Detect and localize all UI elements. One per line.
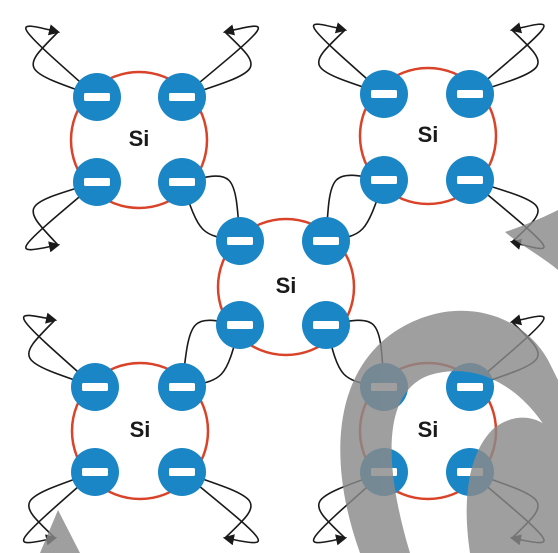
electron-center-1 [216,217,264,265]
electron-top-left-1 [73,73,121,121]
orbit-arrow-12b [27,469,98,539]
orbit-arrow-2b [179,31,252,100]
minus-sign-icon [227,237,253,245]
minus-sign-icon [457,90,483,98]
electron-bottom-left-4 [158,448,206,496]
atom-label-top-left: Si [129,126,150,151]
minus-sign-icon [371,176,397,184]
orbit-arrow-13b [179,469,252,539]
orbit-arrow-13a [181,471,260,546]
curved-swoosh-watermark-icon [40,210,558,553]
electron-bottom-left-1 [71,363,119,411]
electron-center-3 [216,301,264,349]
minus-sign-icon [457,383,483,391]
minus-sign-icon [371,90,397,98]
atom-label-top-right: Si [418,122,439,147]
orbit-arrow-11b [27,319,98,390]
electron-top-left-2 [158,73,206,121]
orbit-arrow-5a [469,22,545,95]
minus-sign-icon [82,383,108,391]
minus-sign-icon [313,321,339,329]
orbit-arrow-1a [25,24,98,98]
orbit-arrow-11a [23,312,96,388]
minus-sign-icon [84,178,110,186]
electron-center-2 [302,217,350,265]
orbit-arrow-4a [312,22,385,95]
minus-sign-icon [169,93,195,101]
minus-sign-icon [84,93,110,101]
electron-top-right-3 [360,156,408,204]
electron-top-left-3 [73,158,121,206]
atom-label-bottom-right: Si [418,417,439,442]
atom-ring-center [216,217,356,357]
minus-sign-icon [169,178,195,186]
minus-sign-icon [313,237,339,245]
atom-ring-bottom-left [70,361,210,501]
minus-sign-icon [457,176,483,184]
atom-ring-top-left [69,70,209,210]
electron-top-right-1 [360,70,408,118]
minus-sign-icon [169,383,195,391]
electron-top-left-4 [158,158,206,206]
orbit-arrow-5b [467,29,539,97]
minus-sign-icon [82,468,108,476]
atom-ring-top-right [358,66,498,206]
orbit-arrow-12a [23,471,96,546]
atom-label-center: Si [276,273,297,298]
electron-bottom-left-2 [158,363,206,411]
orbit-arrow-3a [25,181,98,253]
electron-top-right-2 [446,70,494,118]
electron-center-4 [302,301,350,349]
electron-top-right-4 [446,156,494,204]
atom-label-bottom-left: Si [130,417,151,442]
minus-sign-icon [169,468,195,476]
minus-sign-icon [227,321,253,329]
orbit-arrow-4b [317,29,387,97]
electron-bottom-left-3 [71,448,119,496]
orbit-arrow-2a [181,24,260,98]
atom-labels: Si Si Si Si Si [129,122,439,442]
